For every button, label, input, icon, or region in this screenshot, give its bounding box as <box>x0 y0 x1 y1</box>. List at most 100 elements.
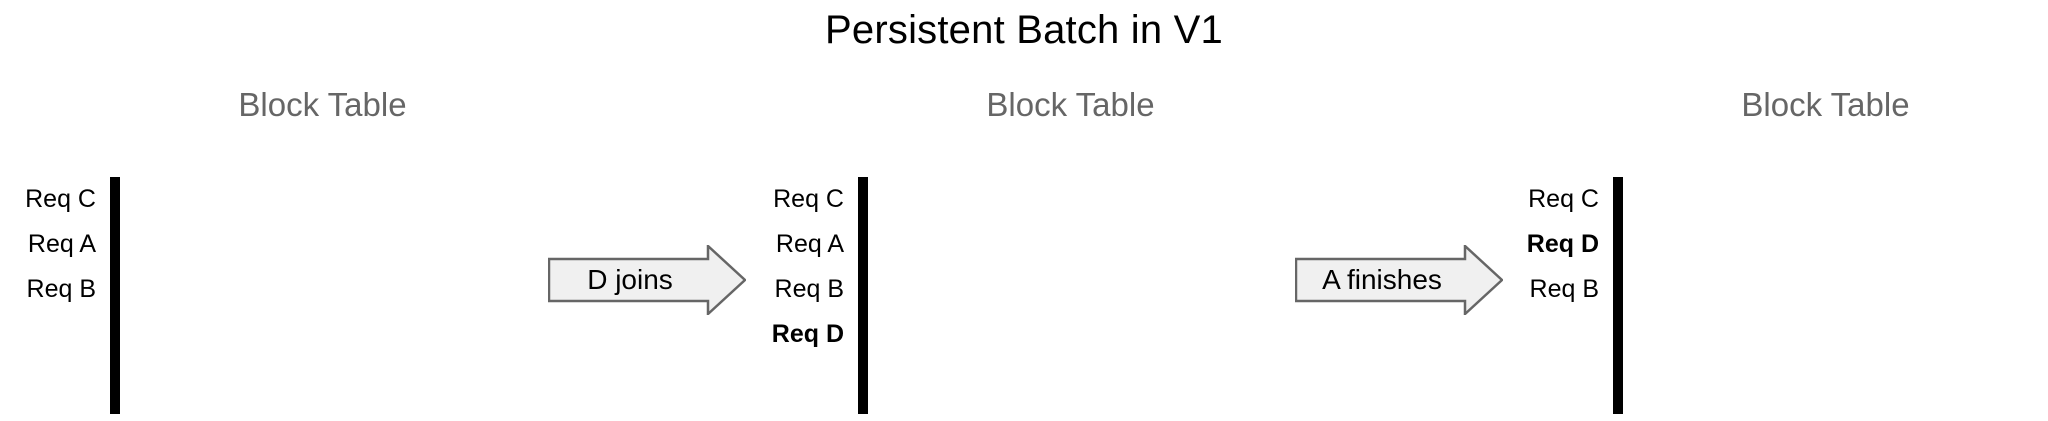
table-row <box>110 318 120 367</box>
table-row <box>858 177 868 226</box>
row-label: Req A <box>775 230 844 258</box>
block-cell <box>112 271 116 320</box>
row-label: Req B <box>26 275 96 303</box>
row-label: Req A <box>27 230 96 258</box>
block-cell <box>116 224 120 273</box>
table-row <box>110 177 120 226</box>
table-row <box>1613 365 1623 414</box>
block-cell <box>862 271 866 320</box>
row-labels-3: Req C Req D Req B <box>1493 177 1613 402</box>
block-cell <box>1615 365 1619 414</box>
row-label <box>0 312 110 357</box>
block-cell <box>860 318 864 367</box>
block-cell <box>862 318 866 367</box>
block-table-3 <box>1613 177 1623 414</box>
block-cell <box>860 177 864 226</box>
row-label: Req B <box>774 275 844 303</box>
table-row <box>1613 177 1623 226</box>
block-cell <box>862 365 866 414</box>
transition-arrow-a-finishes: A finishes <box>1295 245 1503 315</box>
block-cell <box>858 365 862 414</box>
panel-heading-1: Block Table <box>238 86 407 123</box>
block-cell <box>858 271 862 320</box>
block-cell <box>1615 224 1619 273</box>
block-cell <box>112 318 116 367</box>
block-cell <box>1617 177 1621 226</box>
block-cell <box>1615 271 1619 320</box>
table-row <box>1613 271 1623 320</box>
block-cell <box>114 177 118 226</box>
row-label <box>1493 312 1613 357</box>
block-cell <box>1617 271 1621 320</box>
block-cell <box>860 224 864 273</box>
block-cell <box>1619 318 1623 367</box>
row-label: Req D <box>1526 230 1599 258</box>
block-cell <box>114 224 118 273</box>
block-cell <box>114 318 118 367</box>
block-cell <box>1619 365 1623 414</box>
block-cell <box>1615 177 1619 226</box>
transition-arrow-d-joins: D joins <box>548 245 746 315</box>
block-cell <box>116 318 120 367</box>
block-cell <box>112 177 116 226</box>
block-cell <box>116 271 120 320</box>
block-cell <box>862 224 866 273</box>
block-cell <box>1619 271 1623 320</box>
block-cell <box>112 365 116 414</box>
table-row <box>858 365 868 414</box>
table-row <box>858 224 868 273</box>
block-cell <box>116 365 120 414</box>
block-cell <box>1617 318 1621 367</box>
block-cell <box>864 177 868 226</box>
block-cell <box>1619 224 1623 273</box>
block-cell <box>1613 318 1617 367</box>
row-label: Req D <box>771 320 844 348</box>
table-row <box>1613 224 1623 273</box>
row-label: Req C <box>25 185 96 213</box>
block-cell <box>858 177 862 226</box>
block-cell <box>1619 177 1623 226</box>
row-label: Req C <box>773 185 844 213</box>
block-cell <box>864 365 868 414</box>
block-cell <box>116 177 120 226</box>
block-cell <box>1613 224 1617 273</box>
block-cell <box>110 224 114 273</box>
right-arrow-icon <box>548 245 746 315</box>
block-cell <box>1617 365 1621 414</box>
block-cell <box>110 271 114 320</box>
block-cell <box>858 224 862 273</box>
block-cell <box>862 177 866 226</box>
table-row <box>1613 318 1623 367</box>
block-cell <box>864 224 868 273</box>
row-labels-1: Req C Req A Req B <box>0 177 110 402</box>
block-cell <box>110 177 114 226</box>
block-cell <box>864 318 868 367</box>
block-table-1 <box>110 177 120 414</box>
block-cell <box>864 271 868 320</box>
block-cell <box>1613 177 1617 226</box>
table-row <box>110 271 120 320</box>
row-label <box>0 357 110 402</box>
block-cell <box>114 271 118 320</box>
block-cell <box>114 365 118 414</box>
panel-heading-2: Block Table <box>986 86 1155 123</box>
panel-heading-3: Block Table <box>1741 86 1910 123</box>
block-cell <box>1617 224 1621 273</box>
row-label: Req B <box>1529 275 1599 303</box>
row-label: Req C <box>1528 185 1599 213</box>
block-cell <box>1613 365 1617 414</box>
row-labels-2: Req C Req A Req B Req D <box>738 177 858 402</box>
block-cell <box>1615 318 1619 367</box>
right-arrow-icon <box>1295 245 1503 315</box>
table-row <box>110 365 120 414</box>
table-row <box>858 271 868 320</box>
block-table-2 <box>858 177 868 414</box>
page-title: Persistent Batch in V1 <box>825 8 1223 52</box>
table-row <box>858 318 868 367</box>
block-cell <box>860 365 864 414</box>
table-row <box>110 224 120 273</box>
block-cell <box>858 318 862 367</box>
block-cell <box>110 318 114 367</box>
block-cell <box>110 365 114 414</box>
